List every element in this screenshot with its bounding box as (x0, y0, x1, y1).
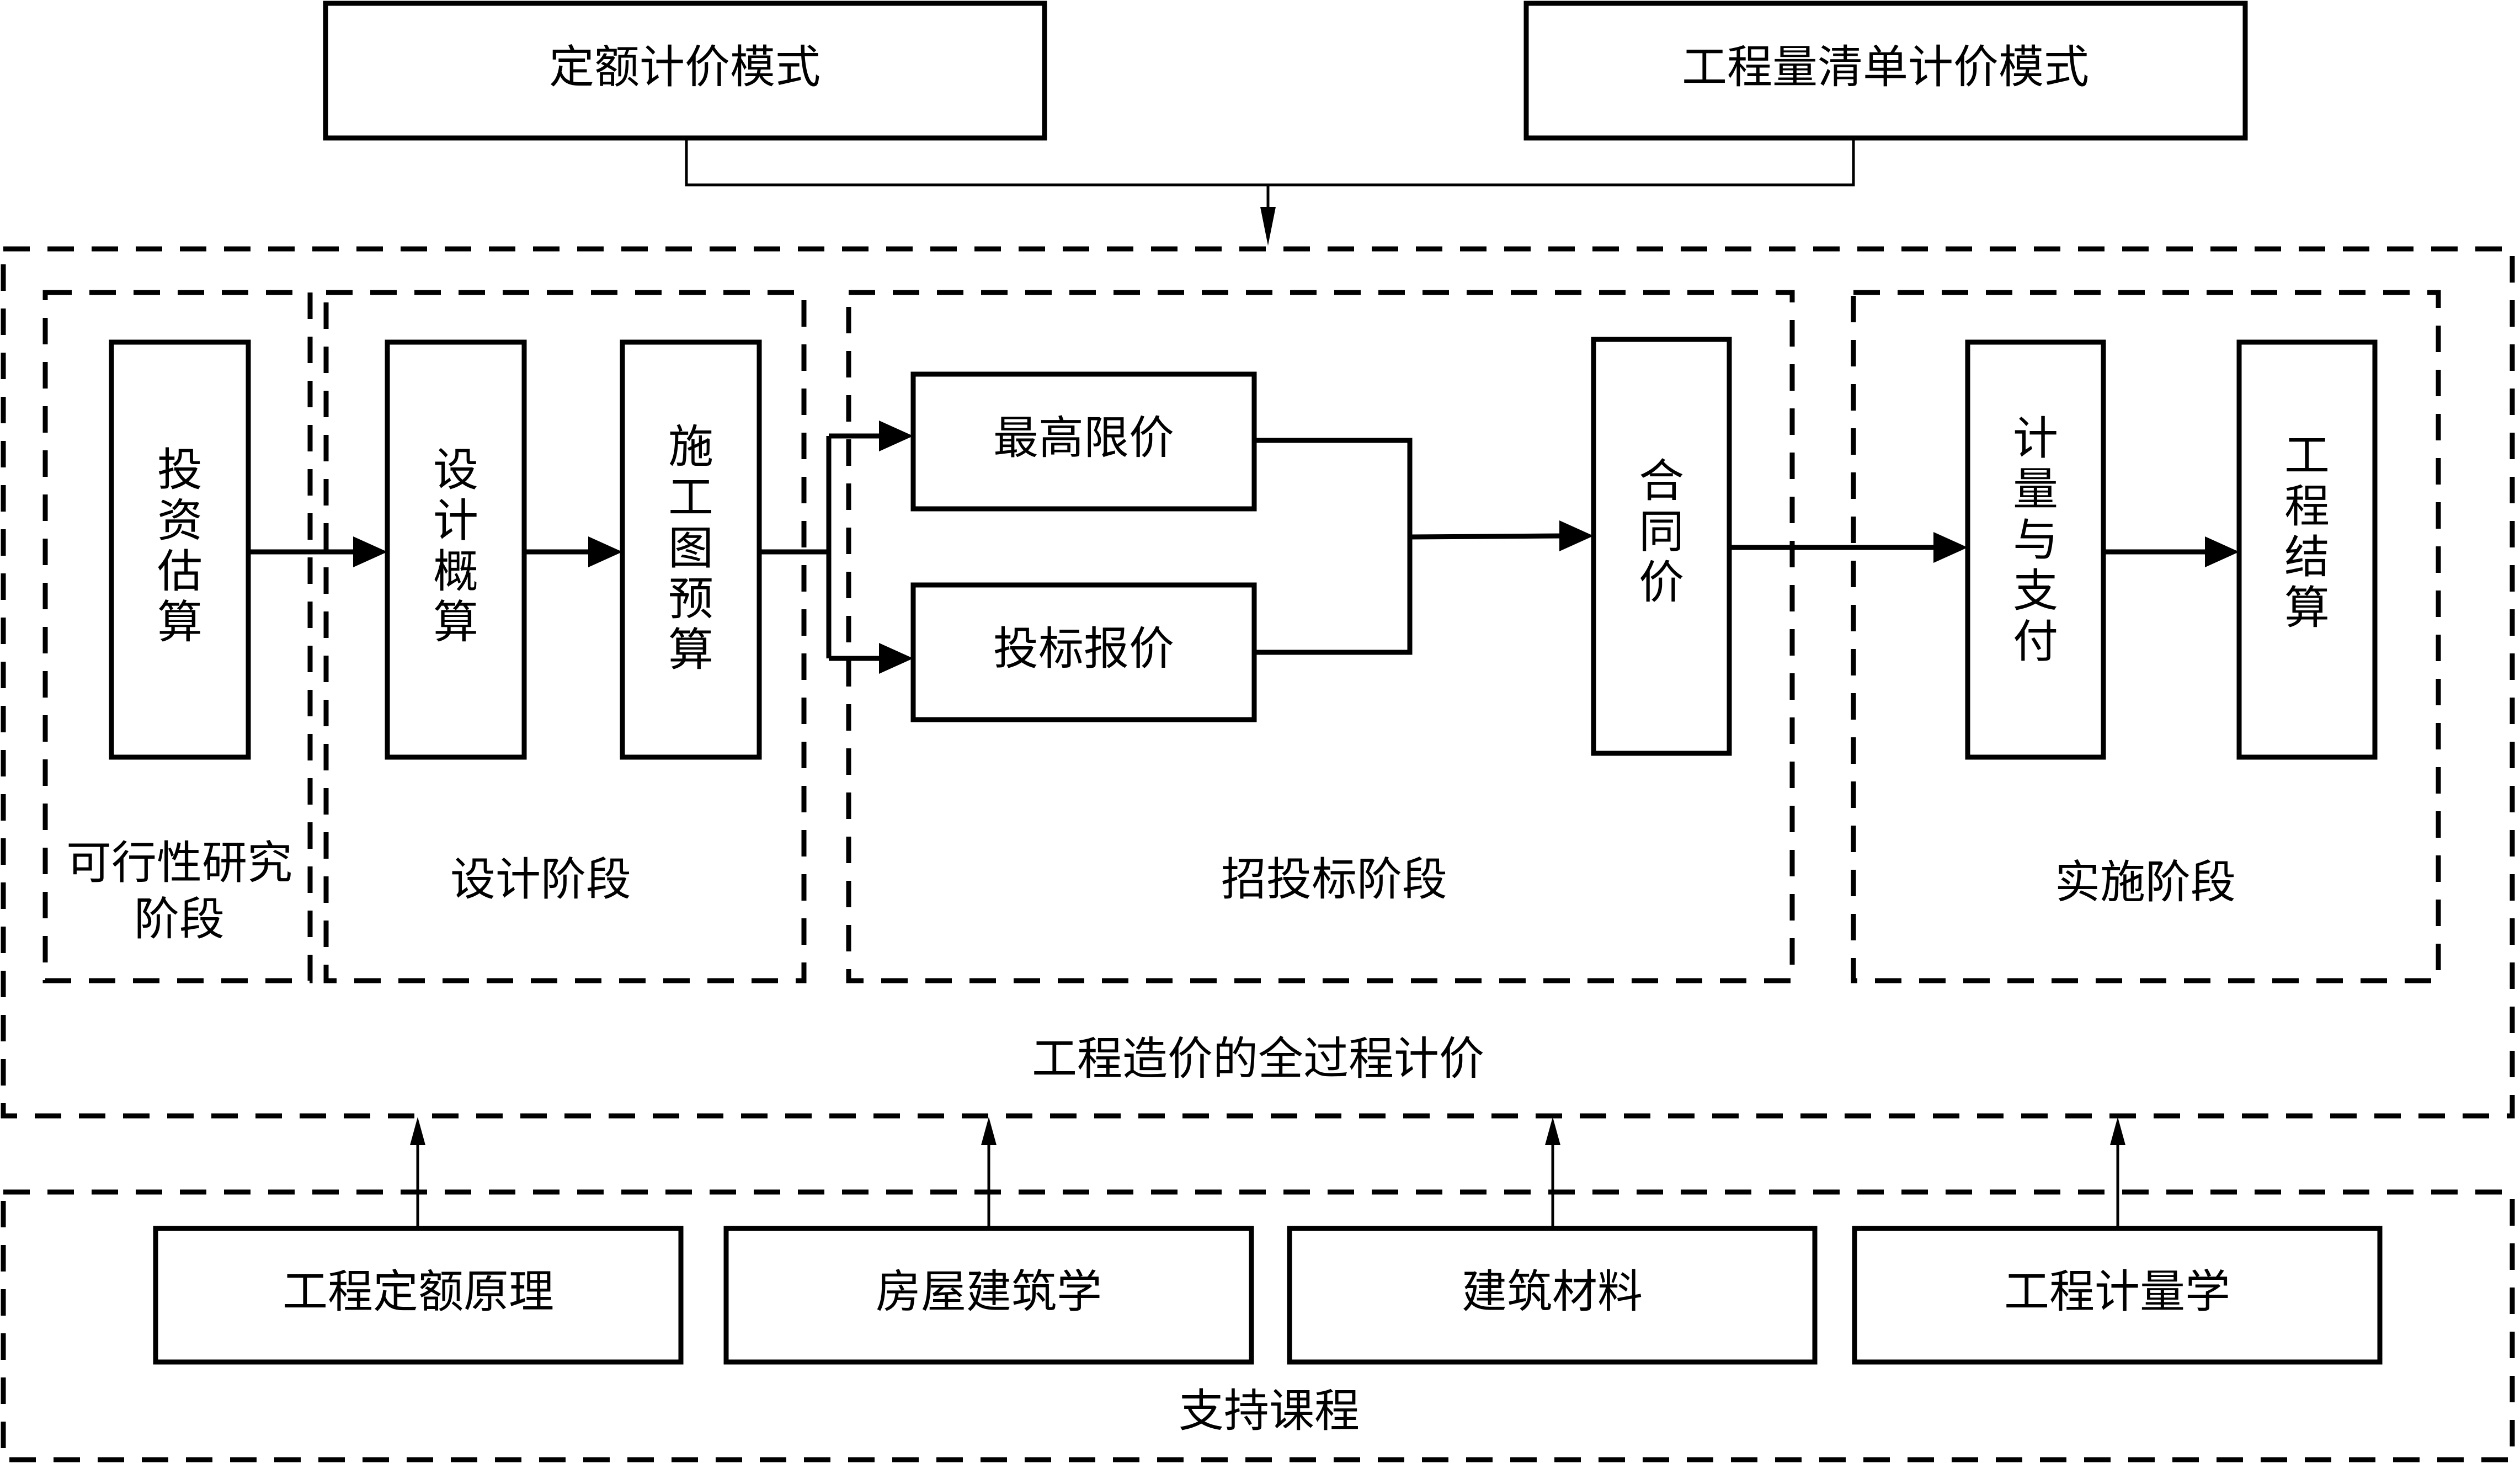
arrow-up-icon (2110, 1117, 2125, 1145)
bill-of-quantities-mode-node: 工程量清单计价模式 (1523, 1, 2248, 141)
support-course-4: 工程计量学 (1852, 1117, 2383, 1365)
arrow-up-icon (1545, 1117, 1560, 1145)
arrow-up-icon (410, 1117, 425, 1145)
design-budget-estimate-box (385, 339, 527, 760)
whole-process-container (1, 246, 2515, 1119)
vertical-label-char: 计 (433, 495, 478, 547)
flow-connectors (248, 421, 2239, 674)
arrow-right-icon (1933, 532, 1968, 563)
stage-design-container (323, 290, 807, 983)
max-bid-price-label: 最高限价 (993, 412, 1174, 465)
merge-bracket-line (1254, 438, 1413, 655)
arrow-right-icon (588, 536, 622, 567)
arrow-right-icon (879, 643, 913, 674)
support-course-label: 工程计量学 (2004, 1266, 2230, 1318)
measurement-and-payment-box (1965, 339, 2106, 760)
arrow-right-icon (1559, 520, 1594, 551)
stage-feasibility-label-line-2: 阶段 (134, 893, 225, 946)
vertical-label-char: 算 (668, 624, 713, 677)
arrow-down-icon (1260, 207, 1276, 246)
vertical-label-char: 图 (668, 523, 713, 575)
support-courses-container (1, 1189, 2515, 1462)
vertical-label-char: 计 (2013, 413, 2058, 465)
vertical-label-char: 算 (433, 597, 478, 649)
stage-bidding: 招投标阶段 最高限价 投标报价 合同价 (846, 290, 1795, 983)
vertical-label-char: 同 (1639, 506, 1684, 558)
construction-drawing-budget-box (620, 339, 762, 760)
vertical-label-char: 合 (1639, 455, 1684, 508)
vertical-label-char: 工 (2284, 430, 2330, 482)
final-settlement-box (2236, 339, 2378, 760)
arrow-right-icon (879, 421, 913, 451)
vertical-label-char: 与 (2013, 514, 2058, 567)
quota-pricing-mode-box (323, 1, 1047, 141)
quota-pricing-mode-node: 定额计价模式 (323, 1, 1047, 141)
support-course-label: 房屋建筑学 (876, 1266, 1102, 1318)
support-course-2: 房屋建筑学 (723, 1117, 1254, 1365)
max-bid-price-box (910, 371, 1257, 512)
contract-price-label: 合同价 (1639, 455, 1684, 609)
arrow-up-icon (981, 1117, 997, 1145)
quota-pricing-mode-label: 定额计价模式 (549, 41, 821, 94)
arrow-right-icon (353, 536, 387, 567)
contract-price-box (1591, 337, 1732, 756)
support-course-box (1852, 1226, 2383, 1365)
stage-implementation-container (1851, 290, 2441, 983)
vertical-label-char: 施 (668, 421, 713, 474)
vertical-label-char: 价 (1639, 557, 1684, 609)
support-course-label: 建筑材料 (1462, 1266, 1643, 1318)
investment-estimate-box (109, 339, 251, 760)
vertical-label-char: 概 (433, 546, 478, 598)
vertical-label-char: 支 (2013, 565, 2058, 618)
vertical-label-char: 资 (157, 495, 203, 547)
flow-line-to-contract (1409, 533, 1565, 540)
bill-of-quantities-mode-box (1523, 1, 2248, 141)
modes-merge-line (685, 138, 1855, 187)
vertical-label-char: 工 (668, 472, 713, 524)
tender-offer-price-box (910, 582, 1257, 722)
vertical-label-char: 结 (2284, 531, 2330, 584)
stage-bidding-container (846, 290, 1795, 983)
whole-process-label: 工程造价的全过程计价 (1032, 1033, 1484, 1086)
support-course-label: 工程定额原理 (283, 1266, 554, 1318)
vertical-label-char: 预 (668, 573, 713, 626)
vertical-label-char: 估 (157, 546, 203, 598)
vertical-label-char: 量 (2013, 464, 2058, 516)
stage-implementation-label: 实施阶段 (2055, 856, 2236, 909)
vertical-label-char: 设 (433, 444, 478, 497)
vertical-label-char: 算 (157, 597, 203, 649)
support-courses-label: 支持课程 (1179, 1385, 1360, 1438)
vertical-label-char: 付 (2013, 616, 2058, 668)
vertical-label-char: 投 (157, 444, 203, 497)
stage-feasibility-container (42, 290, 313, 983)
support-course-box (153, 1226, 684, 1365)
bill-of-quantities-mode-label: 工程量清单计价模式 (1682, 41, 2089, 94)
modes-merge-connector (685, 138, 1855, 246)
support-course-box (1287, 1226, 1818, 1365)
stage-design-label: 设计阶段 (450, 854, 631, 906)
support-course-1: 工程定额原理 (153, 1117, 684, 1365)
arrow-right-icon (2205, 536, 2239, 567)
vertical-label-char: 程 (2284, 481, 2330, 533)
support-course-box (723, 1226, 1254, 1365)
support-course-3: 建筑材料 (1287, 1117, 1818, 1365)
vertical-label-char: 算 (2284, 582, 2330, 635)
stage-bidding-label: 招投标阶段 (1221, 854, 1447, 906)
stage-feasibility-label-line-1: 可行性研究 (66, 837, 292, 890)
tender-offer-price-label: 投标报价 (993, 623, 1174, 675)
